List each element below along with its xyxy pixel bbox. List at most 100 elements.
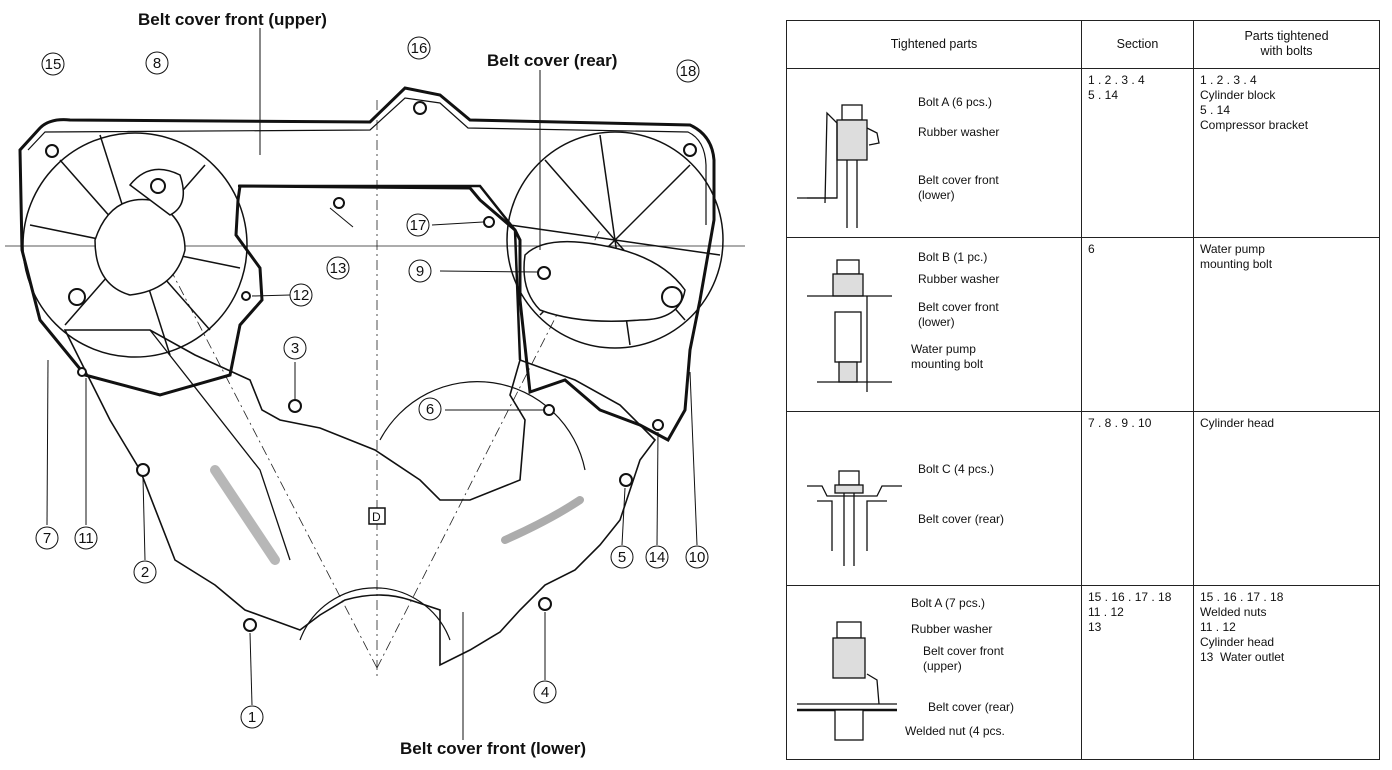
callout-belt-cover-front-lower: Belt cover front (lower) [918, 300, 999, 330]
cell-parts: 15 . 16 . 17 . 18 Welded nuts 11 . 12 Cy… [1193, 585, 1380, 760]
bolt-2 [136, 463, 150, 477]
bolt-heads [45, 101, 697, 632]
callout-8: 8 [145, 51, 169, 75]
callout-6: 6 [418, 397, 442, 421]
cell-parts: Cylinder head [1193, 411, 1380, 587]
header-parts-tightened: Parts tightened with bolts [1193, 20, 1380, 69]
callout-17: 17 [406, 213, 430, 237]
crank-arc [299, 587, 451, 641]
bolt-specification-table: Tightened parts Section Parts tightened … [786, 20, 1380, 760]
callout-2: 2 [133, 560, 157, 584]
callout-16: 16 [407, 36, 431, 60]
bolt-8 [150, 178, 166, 194]
bolt-3 [288, 399, 302, 413]
svg-text:1: 1 [248, 709, 256, 726]
tensioner-slot [210, 465, 280, 565]
svg-text:12: 12 [293, 287, 310, 304]
cell-illustration: Bolt C (4 pcs.) Belt cover (rear) [786, 411, 1082, 587]
callout-rubber-washer: Rubber washer [911, 622, 993, 637]
cell-section: 15 . 16 . 17 . 18 11 . 12 13 [1081, 585, 1194, 760]
svg-text:6: 6 [426, 401, 434, 418]
table-header-row: Tightened parts Section Parts tightened … [786, 20, 1380, 69]
table-row: Bolt B (1 pc.) Rubber washer Belt cover … [786, 237, 1380, 413]
slot [501, 496, 584, 544]
svg-text:2: 2 [141, 564, 149, 581]
cell-illustration: Bolt B (1 pc.) Rubber washer Belt cover … [786, 237, 1082, 413]
lower-arc [379, 381, 586, 471]
callout-belt-cover-rear: Belt cover (rear) [918, 512, 1005, 527]
callout-belt-cover-front-lower: Belt cover front (lower) [918, 172, 999, 202]
svg-text:8: 8 [153, 55, 161, 72]
tensioner-arm [149, 329, 291, 561]
svg-text:3: 3 [291, 340, 299, 357]
table-row: Bolt A (7 pcs.) Rubber washer Belt cover… [786, 585, 1380, 760]
bolt-1 [243, 618, 257, 632]
bolt-9 [537, 266, 551, 280]
bolt-b-section-illustration [807, 259, 892, 393]
callout-7: 7 [35, 526, 59, 550]
svg-text:16: 16 [411, 40, 428, 57]
left-hub [94, 168, 186, 296]
svg-text:18: 18 [680, 63, 697, 80]
callout-4: 4 [533, 680, 557, 704]
callout-18: 18 [676, 59, 700, 83]
label-belt-cover-front-upper: Belt cover front (upper) [138, 10, 327, 29]
svg-text:5: 5 [618, 549, 626, 566]
callout-10: 10 [685, 545, 709, 569]
table-row: Bolt A (6 pcs.) Rubber washer Belt cover… [786, 67, 1380, 239]
header-section: Section [1081, 20, 1194, 69]
label-belt-cover-front-lower: Belt cover front (lower) [400, 739, 586, 758]
callout-5: 5 [610, 545, 634, 569]
svg-text:14: 14 [649, 549, 666, 566]
bolt-18 [683, 143, 697, 157]
cell-section: 6 [1081, 237, 1194, 413]
cell-illustration: Bolt A (7 pcs.) Rubber washer Belt cover… [786, 585, 1082, 760]
table-row: Bolt C (4 pcs.) Belt cover (rear) 7 . 8 … [786, 411, 1380, 587]
bolt-10 [661, 286, 683, 308]
callout-3: 3 [283, 336, 307, 360]
belt-cover-front-lower-outline [63, 329, 657, 667]
bolt-11 [77, 367, 87, 377]
callout-bolt-b-1: Bolt B (1 pc.) [918, 250, 988, 265]
bolt-a-upper-section-illustration [797, 621, 897, 741]
callout-bolt-c-4: Bolt C (4 pcs.) [918, 462, 995, 477]
bolt-5 [619, 473, 633, 487]
bolt-16 [413, 101, 427, 115]
svg-text:9: 9 [416, 263, 424, 280]
callout-11: 11 [74, 526, 98, 550]
svg-text:4: 4 [541, 684, 549, 701]
rear-cover-outline [238, 184, 522, 361]
svg-text:17: 17 [410, 217, 427, 234]
cell-parts: 1 . 2 . 3 . 4 Cylinder block 5 . 14 Comp… [1193, 67, 1380, 239]
svg-text:10: 10 [689, 549, 706, 566]
cell-section: 7 . 8 . 9 . 10 [1081, 411, 1194, 587]
callout-belt-cover-rear: Belt cover (rear) [928, 700, 1015, 715]
bolt-15 [45, 144, 59, 158]
callout-rubber-washer: Rubber washer [918, 272, 1000, 287]
callout-15: 15 [41, 52, 65, 76]
callout-14: 14 [645, 545, 669, 569]
bolt-4 [538, 597, 552, 611]
callout-1: 1 [240, 705, 264, 729]
callout-bolt-a-6: Bolt A (6 pcs.) [918, 94, 993, 109]
svg-text:15: 15 [45, 56, 62, 73]
center-mark: D [372, 510, 381, 524]
bolt-7 [68, 288, 86, 306]
bolt-a-section-illustration [797, 103, 880, 228]
bolt-c-section-illustration [807, 470, 902, 567]
svg-text:7: 7 [43, 530, 51, 547]
center-mark-box [368, 507, 386, 525]
callout-bolt-a-7: Bolt A (7 pcs.) [911, 596, 986, 611]
callout-belt-cover-front-upper: Belt cover front (upper) [923, 644, 1004, 674]
callout-welded-nut: Welded nut (4 pcs. [905, 724, 1005, 739]
leader-lines [46, 28, 698, 740]
callout-rubber-washer: Rubber washer [918, 124, 1000, 139]
belt-cover-rear-outline [27, 97, 707, 225]
svg-text:11: 11 [78, 530, 94, 547]
callout-13: 13 [326, 256, 350, 280]
callout-water-pump-bolt: Water pump mounting bolt [911, 342, 984, 372]
svg-text:13: 13 [330, 260, 347, 277]
bolt-12 [241, 291, 251, 301]
cell-parts: Water pump mounting bolt [1193, 237, 1380, 413]
belt-cover-diagram: D Belt cover front (upper) Belt cover (r… [5, 10, 745, 758]
